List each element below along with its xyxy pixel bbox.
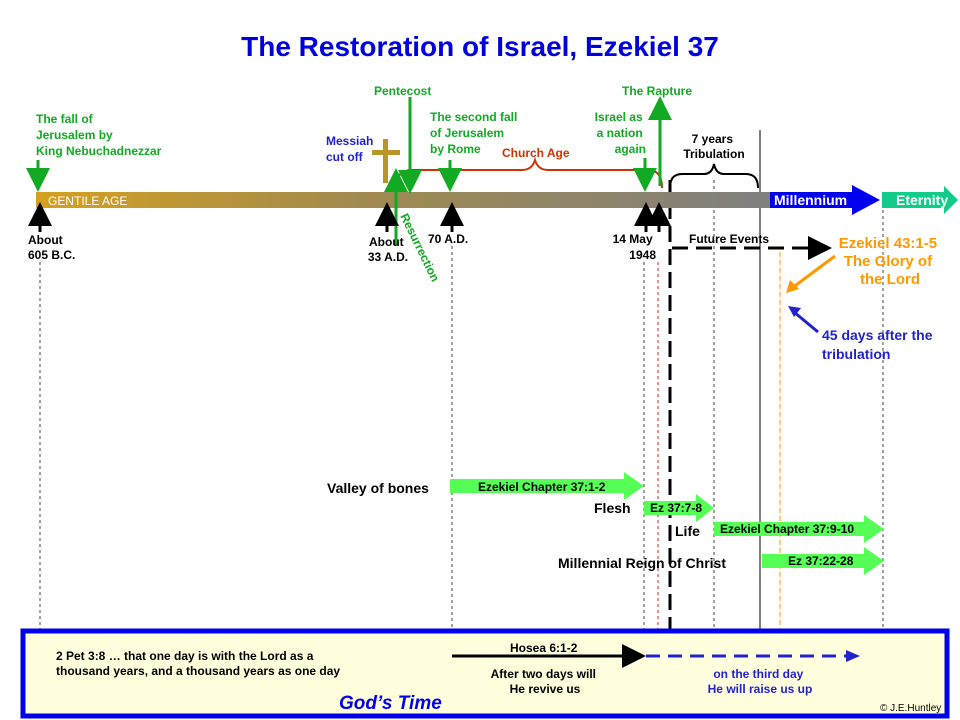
- date-33-line1: About: [369, 235, 404, 249]
- fall-jerusalem-line1: The fall of: [36, 112, 94, 126]
- millennium-label: Millennium: [774, 192, 847, 208]
- gentile-age-label: GENTILE AGE: [48, 194, 127, 208]
- messiah-line2: cut off: [326, 150, 364, 164]
- guide-lines: [39, 180, 884, 632]
- ezekiel-step-4-label: Millennial Reign of Christ: [558, 555, 726, 571]
- church-age-bracket: [395, 156, 663, 189]
- rapture-label: The Rapture: [622, 84, 692, 98]
- ezekiel43-arrow: [791, 254, 836, 290]
- green-arrows-down: [26, 97, 657, 194]
- svg-text:14 May 1948: 14 May 1948: [613, 232, 657, 262]
- svg-text:The second fall of Jerusal: The second fall of Jerusalem by Rome: [430, 110, 521, 156]
- second-fall-line3: by Rome: [430, 142, 481, 156]
- date-605-line2: 605 B.C.: [28, 248, 75, 262]
- eternity-arrow: [882, 186, 958, 214]
- ezekiel-step-2: Ez 37:7-8 Flesh: [594, 494, 714, 522]
- gentile-age-bar: [36, 192, 770, 208]
- church-age-label: Church Age: [502, 146, 570, 160]
- days45-arrowhead: [788, 306, 801, 317]
- gods-time-heading: God’s Time: [339, 693, 442, 714]
- days45-arrow: [793, 310, 819, 334]
- svg-text:After two days will He rev: After two days will He revive us: [491, 667, 600, 696]
- messiah-line1: Messiah: [326, 134, 373, 148]
- israel-nation-line2: a nation: [597, 126, 643, 140]
- svg-text:45 days after the tribulat: 45 days after the tribulation: [822, 327, 936, 362]
- svg-text:on the third day He will r: on the third day He will raise us up: [708, 667, 813, 696]
- gods-time-box: [20, 628, 950, 719]
- ezekiel-step-4: Ez 37:22-28 Millennial Reign of Christ: [558, 547, 884, 575]
- svg-text:Ezekiel 43:1-5 The Glory o: Ezekiel 43:1-5 The Glory of the Lord: [839, 235, 942, 288]
- ezekiel-step-3-ref: Ezekiel Chapter 37:9-10: [720, 522, 854, 536]
- ezekiel-step-3-label: Life: [675, 523, 700, 539]
- days45-line1: 45 days after the: [822, 327, 933, 343]
- date-33-line2: 33 A.D.: [368, 250, 408, 264]
- ezekiel-step-1-ref: Ezekiel Chapter 37:1-2: [478, 480, 606, 494]
- millennium-arrow: [770, 185, 880, 215]
- diagram-title: The Restoration of Israel, Ezekiel 37: [241, 31, 719, 62]
- ezekiel-step-4-arrow: [762, 547, 884, 575]
- fall-jerusalem-line3: King Nebuchadnezzar: [36, 144, 162, 158]
- svg-text:2 Pet 3:8 … that one day is w: 2 Pet 3:8 … that one day is with the Lor…: [56, 649, 340, 678]
- svg-text:7 years Tribulation: 7 years Tribulation: [683, 132, 744, 161]
- svg-text:About 605 B.C.: About 605 B.C.: [28, 233, 75, 262]
- tribulation-bracket: [669, 163, 759, 189]
- ezekiel43-line2: The Glory of: [844, 253, 933, 270]
- two-days-line1: After two days will: [491, 667, 596, 681]
- svg-text:Israel as a nation aga: Israel as a nation again: [595, 110, 646, 156]
- svg-text:About 33 A.D.: About 33 A.D.: [368, 235, 408, 264]
- eternity-label: Eternity: [896, 192, 948, 208]
- ezekiel-step-1-arrow: [450, 472, 644, 500]
- ezekiel43-line1: Ezekiel 43:1-5: [839, 235, 937, 252]
- fall-jerusalem-line2: Jerusalem by: [36, 128, 113, 142]
- two-days-line2: He revive us: [510, 682, 581, 696]
- copyright-label: © J.E.Huntley: [880, 703, 941, 714]
- third-day-line2: He will raise us up: [708, 682, 813, 696]
- third-day-arrowhead: [846, 650, 860, 662]
- ezekiel-step-2-label: Flesh: [594, 500, 631, 516]
- days45-line2: tribulation: [822, 346, 890, 362]
- ezekiel-step-4-ref: Ez 37:22-28: [788, 554, 854, 568]
- date-1948-line2: 1948: [629, 248, 656, 262]
- pentecost-label: Pentecost: [374, 84, 431, 98]
- ezekiel-step-2-ref: Ez 37:7-8: [650, 501, 702, 515]
- date-1948-line1: 14 May: [613, 232, 653, 246]
- svg-text:Messiah cut off: Messiah cut off: [326, 134, 377, 164]
- hosea-ref: Hosea 6:1-2: [510, 641, 578, 655]
- tribulation-line2: Tribulation: [683, 147, 744, 161]
- pet-quote-line2: thousand years, and a thousand years as …: [56, 664, 340, 678]
- third-day-line1: on the third day: [713, 667, 803, 681]
- ezekiel-step-2-arrow: [644, 494, 714, 522]
- date-605-line1: About: [28, 233, 63, 247]
- date-70: 70 A.D.: [428, 232, 468, 246]
- svg-text:The fall of Jerusalem by: The fall of Jerusalem by King Nebuchadne…: [36, 112, 162, 158]
- pet-quote-line1: 2 Pet 3:8 … that one day is with the Lor…: [56, 649, 314, 663]
- cross-icon: [372, 139, 400, 183]
- ezekiel43-line3: the Lord: [860, 271, 920, 288]
- ezekiel-step-3-arrow: [714, 515, 884, 543]
- black-arrows-up: [28, 202, 671, 232]
- second-fall-line2: of Jerusalem: [430, 126, 504, 140]
- ezekiel43-arrowhead: [786, 280, 799, 293]
- israel-nation-line3: again: [615, 142, 646, 156]
- ezekiel-step-3: Ezekiel Chapter 37:9-10 Life: [675, 515, 884, 543]
- future-events-label: Future Events: [689, 232, 769, 246]
- ezekiel-step-1: Ezekiel Chapter 37:1-2 Valley of bones: [327, 472, 644, 500]
- ezekiel-step-1-label: Valley of bones: [327, 480, 429, 496]
- second-fall-line1: The second fall: [430, 110, 517, 124]
- israel-nation-line1: Israel as: [595, 110, 643, 124]
- tribulation-line1: 7 years: [692, 132, 734, 146]
